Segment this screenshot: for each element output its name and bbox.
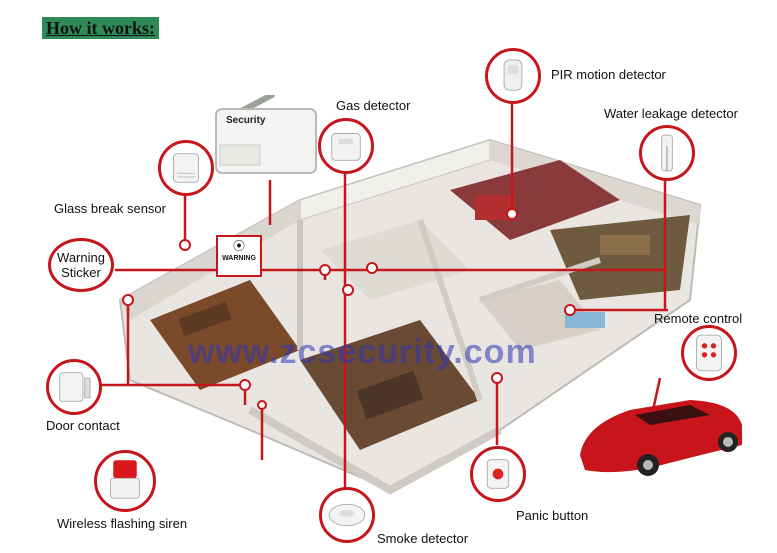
remote-label: Remote control <box>654 311 743 326</box>
warning-sticker-label-circle: Warning Sticker <box>48 238 114 292</box>
pir-sensor-icon <box>485 48 541 104</box>
warning-sticker-label-line1: Warning <box>57 250 105 265</box>
warning-sticker-label-line2: Sticker <box>61 265 101 280</box>
watermark-text: www.zcsecurity.com <box>188 333 537 371</box>
door-label: Door contact <box>46 418 120 433</box>
siren-label: Wireless flashing siren <box>57 516 188 531</box>
water-label: Water leakage detector <box>604 106 738 121</box>
control-panel-brand: Security <box>226 115 266 126</box>
warning-sticker-text: WARNING <box>218 255 260 262</box>
remote-fob-icon <box>681 325 737 381</box>
red-car-illustration <box>580 400 742 476</box>
wifi-icon: ⦿ <box>232 239 245 253</box>
page-title: How it works: <box>42 17 159 39</box>
panic-label: Panic button <box>516 508 589 523</box>
smoke-detector-icon <box>319 487 375 543</box>
smoke-label: Smoke detector <box>377 531 469 546</box>
gas-detector-icon <box>318 118 374 174</box>
glass-break-sensor-icon <box>158 140 214 196</box>
door-contact-icon <box>46 359 102 415</box>
panic-button-icon <box>470 446 526 502</box>
water-leak-sensor-icon <box>639 125 695 181</box>
glass-label: Glass break sensor <box>54 201 166 216</box>
pir-label: PIR motion detector <box>551 67 666 82</box>
control-panel-device: Security <box>212 92 320 177</box>
siren-icon <box>94 450 156 512</box>
gas-label: Gas detector <box>336 98 411 113</box>
warning-sticker: ⦿ WARNING <box>216 235 262 277</box>
